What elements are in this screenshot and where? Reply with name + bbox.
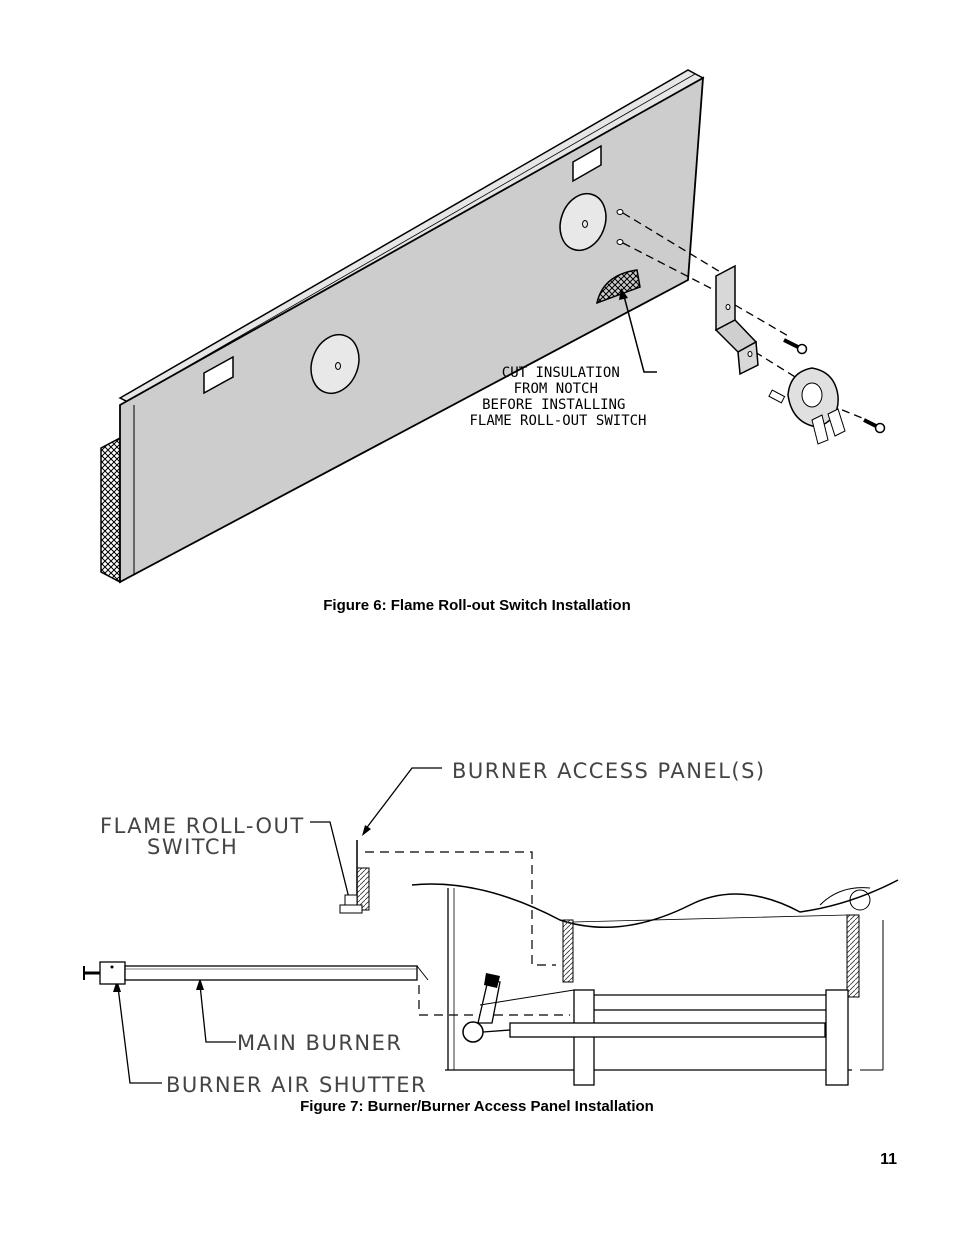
panel-face	[119, 76, 705, 584]
main-burner-left	[83, 961, 429, 985]
cut-insulation-label: CUT INSULATION FROM NOTCH BEFORE INSTALL…	[469, 365, 646, 429]
panel-slot-right	[572, 144, 602, 183]
main-burner-label: MAIN BURNER	[237, 1031, 403, 1055]
insulation-edge	[100, 436, 121, 584]
knockout-disc-right	[559, 192, 607, 252]
panel-slot-left	[203, 355, 234, 395]
knockout-disc-left	[310, 333, 360, 395]
leader-arrow-notch	[619, 288, 657, 373]
dashed-guides	[365, 851, 570, 1016]
page-number: 11	[880, 1151, 897, 1168]
screw-upper	[783, 338, 808, 355]
rollout-switch-small-part	[339, 894, 363, 914]
figure-6-drawing: CUT INSULATION FROM NOTCH BEFORE INSTALL…	[100, 69, 886, 584]
leader-lines	[117, 767, 442, 1084]
burner-access-panel-label: BURNER ACCESS PANEL(S)	[452, 759, 766, 783]
insulation-notch	[595, 269, 641, 305]
mounting-bracket	[714, 264, 759, 376]
flame-rollout-switch-label: FLAME ROLL-OUT SWITCH	[100, 814, 313, 859]
flame-rollout-switch-part	[768, 367, 846, 445]
figure-7-caption: Figure 7: Burner/Burner Access Panel Ins…	[300, 1098, 654, 1115]
screw-hole-upper	[616, 209, 624, 215]
burner-manifold	[462, 973, 849, 1086]
figure-7-drawing: BURNER ACCESS PANEL(S) FLAME ROLL-OUT SW…	[83, 759, 899, 1097]
screw-hole-lower	[616, 239, 624, 245]
figure-6-caption: Figure 6: Flame Roll-out Switch Installa…	[323, 597, 631, 614]
burner-air-shutter-label: BURNER AIR SHUTTER	[166, 1073, 427, 1097]
cabinet-section	[411, 879, 899, 1071]
screw-lower	[863, 418, 886, 434]
access-panel-flange	[356, 840, 370, 911]
